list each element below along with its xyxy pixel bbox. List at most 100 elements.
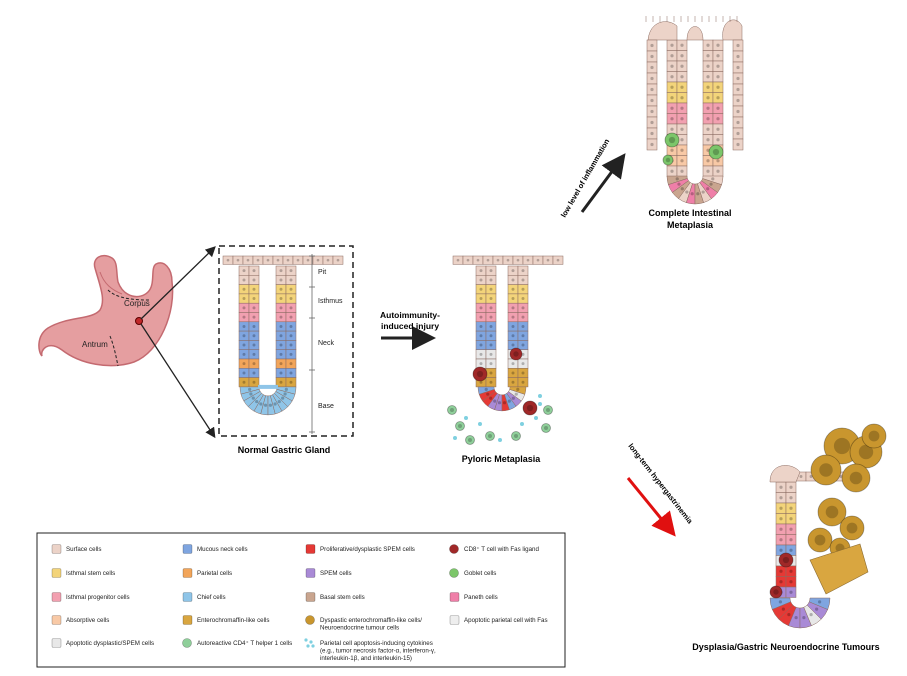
neuroendocrine-tumour-cell <box>810 454 842 486</box>
cytokine <box>464 416 468 420</box>
cytokines-icon <box>304 638 315 648</box>
gland-zone-scale: Pit Isthmus Neck Base <box>309 254 343 434</box>
cytokine <box>453 436 457 440</box>
absorptive-cell-icon <box>51 615 62 625</box>
legend-label: Goblet cells <box>464 570 496 577</box>
antrum-label: Antrum <box>82 340 108 349</box>
autoimmunity-label-1: Autoimmunity- <box>380 310 440 320</box>
cd4-t-cell <box>447 405 457 415</box>
legend-label: Autoreactive CD4⁺ T helper 1 cells <box>197 640 292 647</box>
normal-gastric-gland <box>222 255 344 416</box>
zone-label-neck: Neck <box>318 340 334 347</box>
pyloric-title: Pyloric Metaplasia <box>462 454 542 464</box>
cytokine <box>478 422 482 426</box>
zone-label-isthmus: Isthmus <box>318 298 343 305</box>
ecl-cell-strand <box>809 543 869 595</box>
surface-cell <box>332 255 344 265</box>
zoom-arrow-bottom <box>140 323 216 439</box>
cd4-t-cell-icon <box>182 638 192 648</box>
legend-label: Parietal cells <box>197 570 232 577</box>
cytokine <box>498 438 502 442</box>
neuroendocrine-tumour-cell <box>841 463 871 493</box>
zone-label-pit: Pit <box>318 269 326 276</box>
goblet-cell <box>662 154 674 166</box>
cd4-t-cell <box>511 431 521 441</box>
spem-proliferative-cell-icon <box>305 544 316 554</box>
cd8-t-cell <box>509 347 523 361</box>
apoptotic-parietal-cell-icon <box>449 615 460 625</box>
legend-label: Parietal cell apoptosis-inducing cytokin… <box>320 640 433 647</box>
cd4-t-cell <box>541 423 551 433</box>
dysplastic-ecl-cell-icon <box>305 615 315 625</box>
gland-base-cell <box>509 386 527 395</box>
legend-label: Absorptive cells <box>66 617 109 624</box>
legend-label: Proliferative/dysplastic SPEM cells <box>320 546 415 553</box>
spem-cell-icon <box>305 568 316 578</box>
cd8-t-cell <box>522 400 538 416</box>
intestinal-title-2: Metaplasia <box>667 220 714 230</box>
mucous-neck-cell-icon <box>182 544 193 554</box>
surface-cell-icon <box>51 544 62 554</box>
intestinal-title-1: Complete Intestinal <box>648 208 731 218</box>
goblet-cell-icon <box>449 568 459 578</box>
legend-label: Dyspastic enterochromaffin-like cells/ <box>320 617 422 624</box>
neuroendocrine-tumour-cell <box>807 527 833 553</box>
neuroendocrine-tumour-cell <box>817 497 847 527</box>
cytokine <box>538 402 542 406</box>
cd8-t-cell <box>778 552 794 568</box>
legend-label: Isthmal stem cells <box>66 570 115 577</box>
legend-label: Enterochromaffin-like cells <box>197 617 269 624</box>
legend-label: Basal stem cells <box>320 594 365 601</box>
zone-label-base: Base <box>318 403 334 410</box>
legend-label: Surface cells <box>66 546 101 553</box>
legend-label: Isthmal progenitor cells <box>66 594 130 601</box>
gland-wall-cell <box>785 586 797 598</box>
legend-label: Apoptotic dysplastic/SPEM cells <box>66 640 154 647</box>
gland-base-cell <box>702 175 724 185</box>
basal-stem-cell-icon <box>305 592 316 602</box>
isthmal-stem-cell-icon <box>51 568 62 578</box>
arrow-to-dysplasia <box>626 477 676 537</box>
legend-label: Paneth cells <box>464 594 498 601</box>
legend-label: Mucous neck cells <box>197 546 248 553</box>
surface-cell <box>732 138 744 151</box>
enterochromaffin-cell-icon <box>182 615 193 625</box>
normal-gland-box <box>218 245 354 437</box>
cd4-t-cell <box>455 421 465 431</box>
legend-label-line2: Neuroendocrine tumour cells <box>320 625 399 632</box>
chief-cell-icon <box>182 592 193 602</box>
isthmal-progenitor-cell-icon <box>51 592 62 602</box>
legend-box <box>36 532 566 668</box>
cd8-t-cell-icon <box>449 544 459 554</box>
goblet-cell <box>708 144 724 160</box>
apoptotic-dysplastic-cell-icon <box>51 638 62 648</box>
legend-label: Chief cells <box>197 594 226 601</box>
zoom-arrow-top <box>140 246 216 320</box>
goblet-cell <box>664 132 680 148</box>
legend-label-line3: interleukin-1β, and interleukin-15) <box>320 655 412 662</box>
surface-cell <box>552 255 564 265</box>
dysplasia-title: Dysplasia/Gastric Neuroendocrine Tumours <box>692 642 879 652</box>
cd8-t-cell <box>472 366 488 382</box>
cd4-t-cell <box>543 405 553 415</box>
gland-base-cell <box>808 597 831 610</box>
neuroendocrine-tumour-cell <box>861 423 887 449</box>
cytokine <box>520 422 524 426</box>
hypergastrinemia-label: long-term hypergastrinemia <box>626 442 695 526</box>
legend-label: Apoptotic parietal cell with Fas <box>464 617 548 624</box>
intestinal-metaplasia-gland <box>645 16 744 205</box>
cd4-t-cell <box>465 435 475 445</box>
legend-label: CD8⁺ T cell with Fas ligand <box>464 546 539 553</box>
cd8-t-cell <box>769 585 783 599</box>
pyloric-metaplasia-gland <box>447 255 564 445</box>
cytokine <box>538 394 542 398</box>
dysplasia-gland <box>769 423 887 629</box>
cd4-t-cell <box>485 431 495 441</box>
stomach-illustration: Corpus Antrum <box>38 254 174 367</box>
arrow-to-intestinal <box>580 153 626 213</box>
paneth-cell-icon <box>449 592 460 602</box>
surface-cell <box>646 138 658 151</box>
legend-label: SPEM cells <box>320 570 352 577</box>
